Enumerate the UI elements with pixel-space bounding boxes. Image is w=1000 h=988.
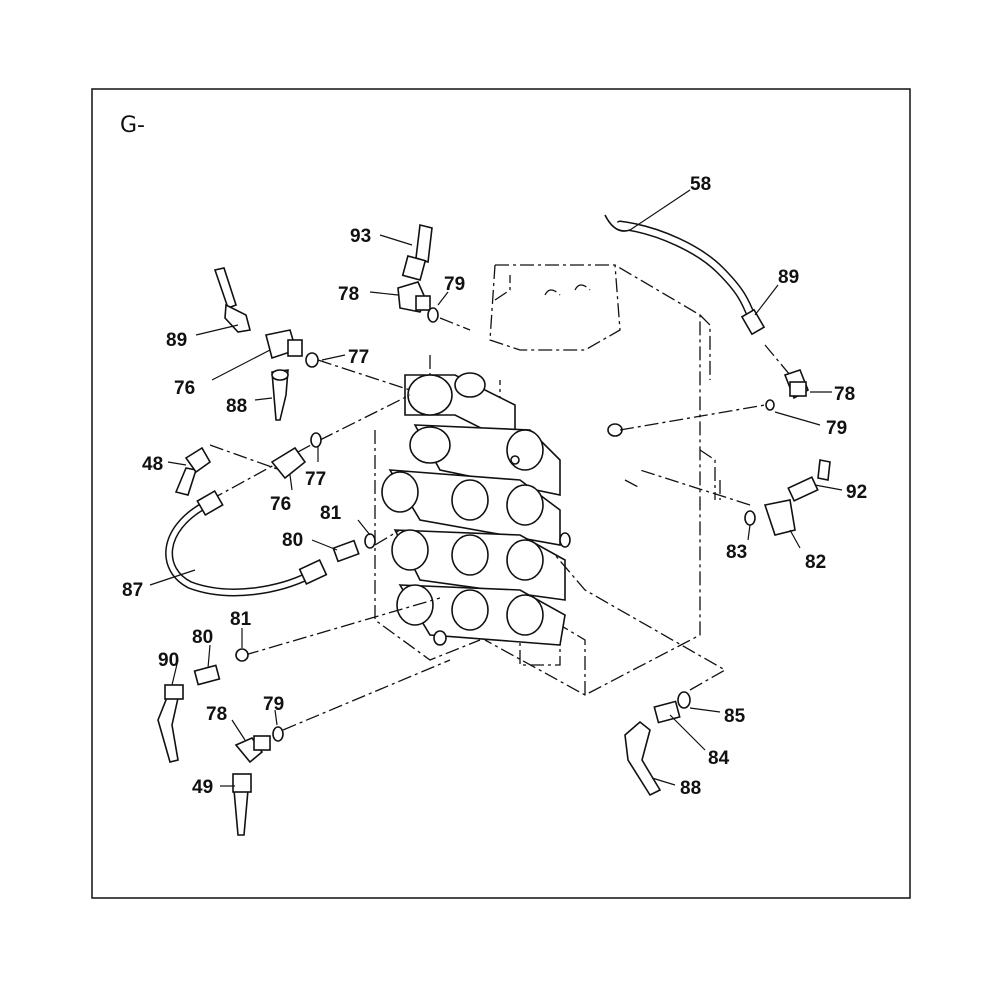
callout-79-lower: 79 (263, 694, 284, 715)
hose-58 (604, 214, 766, 336)
callout-77-upper: 77 (348, 347, 369, 368)
callout-88-lower: 88 (680, 778, 701, 799)
callout-84: 84 (708, 748, 730, 769)
tee-76-lower (270, 432, 322, 480)
callout-79-right: 79 (826, 418, 847, 439)
tee-76-upper (265, 329, 319, 368)
callout-77-lower: 77 (305, 469, 326, 490)
leader-lines (149, 189, 843, 787)
callout-78-top: 78 (338, 284, 359, 305)
callout-labels: 58 93 79 78 89 78 79 89 76 77 88 48 77 7… (122, 174, 867, 799)
callout-79-top: 79 (444, 274, 465, 295)
hose-88-lower (624, 720, 662, 797)
fitting-80-lower (193, 648, 249, 686)
hose-48 (174, 446, 212, 496)
fitting-80-upper (332, 533, 376, 563)
callout-89-right: 89 (778, 267, 799, 288)
callout-85: 85 (724, 706, 746, 727)
hose-87 (165, 489, 328, 597)
callout-49: 49 (192, 777, 213, 798)
callout-76-upper: 76 (174, 378, 195, 399)
hose-89-left (213, 267, 251, 333)
callout-87: 87 (122, 580, 143, 601)
callout-89-left: 89 (166, 330, 187, 351)
connection-lines (209, 317, 791, 731)
hose-92 (787, 459, 831, 502)
callout-82: 82 (805, 552, 826, 573)
callout-58: 58 (690, 174, 711, 195)
callout-78-lower: 78 (206, 704, 227, 725)
fitting-84 (653, 691, 691, 724)
callout-93: 93 (350, 226, 371, 247)
callout-78-right: 78 (834, 384, 855, 405)
callout-48: 48 (142, 454, 163, 475)
callout-80-lower: 80 (192, 627, 213, 648)
callout-88-upper: 88 (226, 396, 247, 417)
callout-81-lower: 81 (230, 609, 252, 630)
elbow-78-top (397, 281, 439, 323)
hose-88-upper (271, 369, 289, 421)
diagram-frame (91, 88, 911, 899)
elbow-78-right (765, 369, 810, 411)
hose-90 (157, 684, 184, 763)
tee-82 (744, 499, 796, 536)
callout-80-upper: 80 (282, 530, 303, 551)
valve-spools (381, 372, 623, 646)
callout-81-upper: 81 (320, 503, 342, 524)
section-label: G- (120, 113, 145, 138)
callout-92: 92 (846, 482, 867, 503)
elbow-78-lower (234, 726, 284, 764)
callout-83: 83 (726, 542, 747, 563)
hose-49 (232, 773, 252, 836)
callout-90: 90 (158, 650, 179, 671)
callout-76-lower: 76 (270, 494, 291, 515)
hose-93 (401, 224, 433, 281)
